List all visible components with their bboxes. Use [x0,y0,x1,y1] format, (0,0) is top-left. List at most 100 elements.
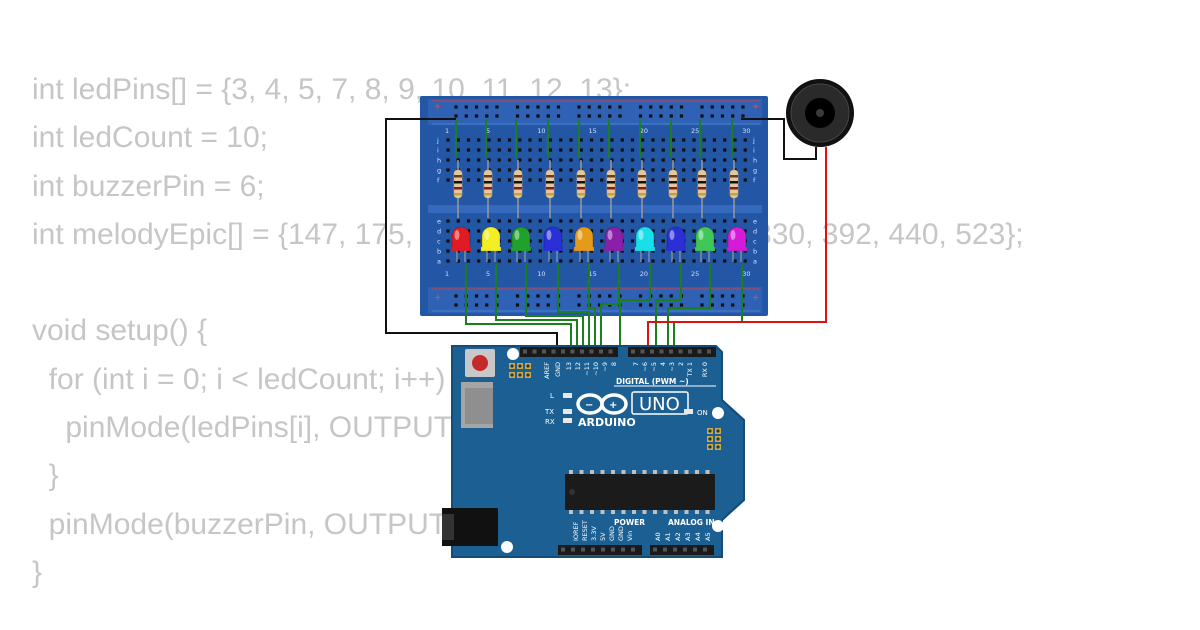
signal-wire-route [667,300,711,350]
svg-text:+: + [609,400,617,411]
column-number-top: 5 [486,127,490,135]
row-letter: a [437,258,441,266]
row-letter: f [437,177,440,185]
led[interactable] [727,226,747,262]
column-number-bottom: 15 [589,270,597,278]
resistor [668,160,678,218]
column-number-bottom: 20 [640,270,648,278]
digital-header-left[interactable] [520,347,618,357]
row-letter-right: c [753,238,757,246]
led[interactable] [451,226,471,262]
power-pin-label: 5V [599,532,607,541]
row-letter: i [437,147,439,155]
analog-pin-label: A3 [684,532,692,541]
column-number-top: 1 [445,127,449,135]
digital-pin-label: TX 1 [686,362,694,378]
led[interactable] [666,226,686,262]
code-line: void setup() { [32,314,208,348]
power-pin-label: RESET [581,520,589,541]
digital-pin-label: AREF [543,362,551,379]
analog-pin-label: A0 [654,532,662,541]
analog-pin-label: A1 [664,532,672,541]
rail-plus-bottom-right: + [752,293,760,303]
power-header[interactable] [558,545,642,555]
row-letter: d [437,228,441,236]
power-pin-label: GND [617,526,625,541]
digital-pin-label: ~6 [641,362,649,372]
row-letter-right: i [753,147,755,155]
atmega-chip [565,474,715,510]
digital-pin-label: RX 0 [701,362,709,377]
row-letter: g [437,167,441,175]
ground-wire [385,118,558,350]
digital-pin-label: 2 [677,362,685,366]
digital-pin-label: ~9 [601,362,609,372]
led[interactable] [695,226,715,262]
column-number-top: 15 [589,127,597,135]
code-line: } [32,555,43,589]
signal-wire-route [588,300,596,350]
column-number-top: 25 [691,127,699,135]
digital-pin-label: ~10 [592,362,600,376]
row-letter-right: f [753,177,756,185]
digital-label: DIGITAL (PWM ~) [616,377,689,386]
code-line: pinMode(buzzerPin, OUTPUT); [32,507,466,541]
power-label: POWER [614,518,645,527]
signal-wire-route [557,300,590,350]
on-label: ON [697,409,708,417]
resistor [576,160,586,218]
led[interactable] [543,226,563,262]
analog-pin-label: A4 [694,532,702,541]
led[interactable] [481,226,501,262]
power-pin-label: IOREF [572,521,580,541]
row-letter-right: a [753,258,757,266]
led[interactable] [635,226,655,262]
led[interactable] [511,226,531,262]
power-pin-label: Vin [626,531,634,541]
led[interactable] [574,226,594,262]
piezo-buzzer-icon[interactable] [786,79,854,147]
analog-pin-label: A2 [674,532,682,541]
code-line: int buzzerPin = 6; [32,169,265,203]
tx-label: TX [544,408,554,416]
row-letter: h [437,157,441,165]
code-line: pinMode(ledPins[i], OUTPUT); [32,411,471,445]
power-pin-label: 3.3V [590,526,598,541]
icsp-header [509,363,531,378]
power-pin-label: GND [608,526,616,541]
row-letter-right: b [753,248,757,256]
row-letter: c [437,238,441,246]
l-led [563,393,572,398]
column-number-bottom: 1 [445,270,449,278]
column-number-top: 30 [742,127,750,135]
analog-header[interactable] [650,545,714,555]
column-number-bottom: 30 [742,270,750,278]
code-line: int ledCount = 10; [32,121,269,155]
header-pin-holes [523,349,711,552]
rail-plus-top: + [434,102,442,112]
digital-pin-label: GND [554,362,562,377]
on-led [684,409,693,414]
icsp-header-right [707,428,721,450]
reset-button-cap[interactable] [472,355,488,371]
resistor [606,160,616,218]
buzzer-ground-wire [741,118,817,160]
tx-led [563,409,572,414]
led-array [451,160,747,262]
digital-pin-label: 12 [574,362,582,370]
row-letter: j [436,137,439,145]
l-label: L [550,392,554,400]
chip-legs [569,470,710,514]
svg-text:−: − [585,400,593,411]
arduino-logo-text: ARDUINO [578,416,636,429]
analog-label: ANALOG IN [668,518,715,527]
rail-plus-bottom: + [434,293,442,303]
signal-wire-route [655,299,681,350]
signal-wire-route [465,300,572,350]
row-letter-right: h [753,157,757,165]
led[interactable] [604,226,624,262]
